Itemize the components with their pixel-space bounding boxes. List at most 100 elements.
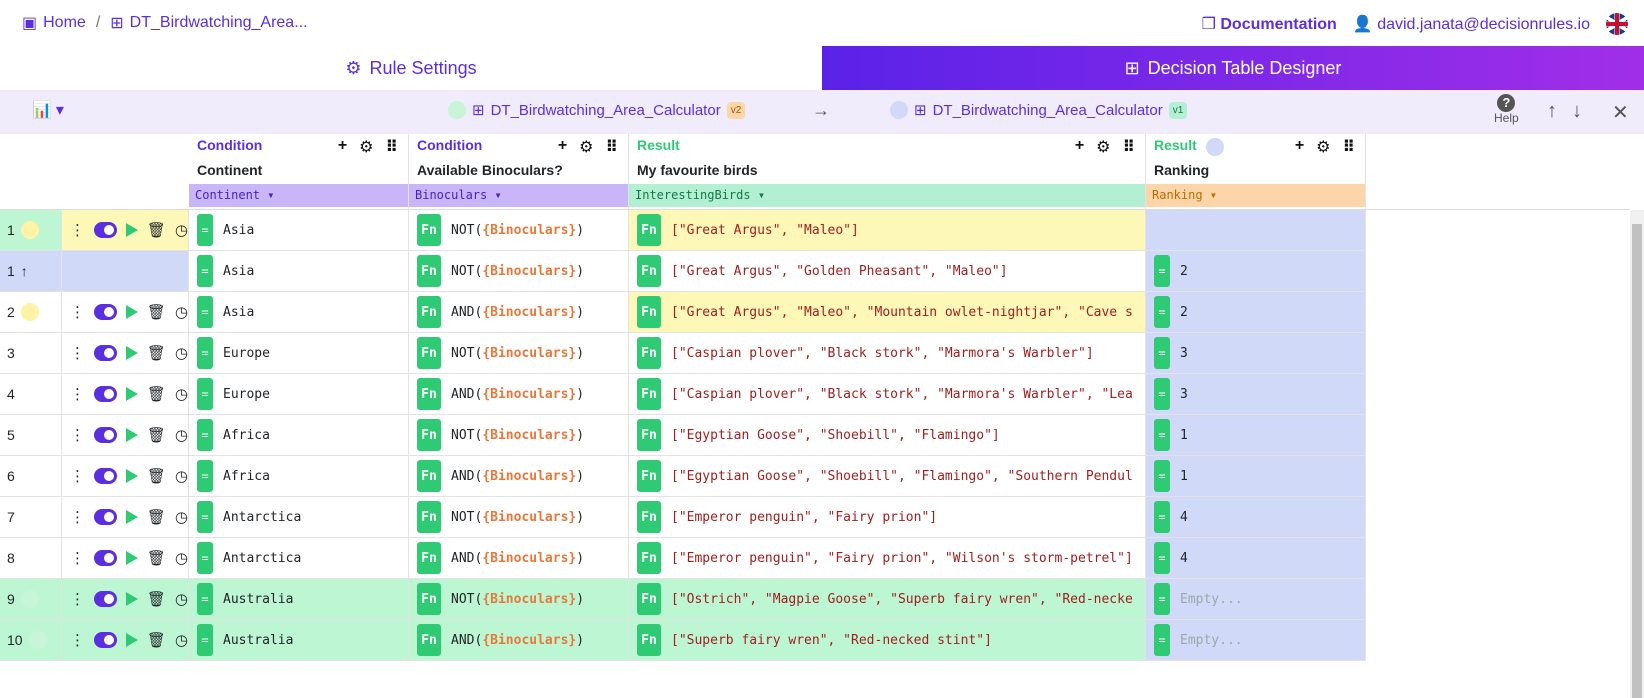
equals-operator-icon[interactable]: =	[1154, 542, 1170, 574]
user-menu[interactable]: 👤 david.janata@decisionrules.io	[1352, 16, 1590, 33]
cell-birds[interactable]: Fn["Ostrich", "Magpie Goose", "Superb fa…	[629, 579, 1146, 620]
cell-continent[interactable]: =Asia	[189, 251, 409, 292]
plus-icon[interactable]: +	[337, 137, 348, 154]
language-flag-icon[interactable]	[1606, 13, 1628, 35]
cell-continent[interactable]: =Africa	[189, 456, 409, 497]
equals-operator-icon[interactable]: =	[197, 501, 213, 533]
function-operator-icon[interactable]: Fn	[637, 214, 661, 246]
cell-continent[interactable]: =Antarctica	[189, 538, 409, 579]
row-active-toggle[interactable]	[94, 550, 117, 566]
equals-operator-icon[interactable]: =	[1154, 460, 1170, 492]
kebab-menu-icon[interactable]: ⋮	[70, 345, 85, 362]
equals-operator-icon[interactable]: =	[197, 337, 213, 369]
trash-icon[interactable]: 🗑	[146, 509, 166, 526]
run-row-icon[interactable]	[125, 346, 138, 360]
function-operator-icon[interactable]: Fn	[637, 419, 661, 451]
run-row-icon[interactable]	[125, 469, 138, 483]
attribute-select[interactable]: Binoculars ▾	[409, 184, 628, 207]
function-operator-icon[interactable]: Fn	[417, 214, 441, 246]
gear-icon[interactable]: ⚙	[1316, 139, 1331, 156]
history-icon[interactable]: ◷	[174, 509, 188, 526]
run-row-icon[interactable]	[125, 387, 138, 401]
equals-operator-icon[interactable]: =	[1154, 378, 1170, 410]
breadcrumb-table[interactable]: DT_Birdwatching_Area...	[129, 14, 308, 31]
equals-operator-icon[interactable]: =	[197, 419, 213, 451]
function-operator-icon[interactable]: Fn	[417, 378, 441, 410]
function-operator-icon[interactable]: Fn	[417, 419, 441, 451]
breadcrumb-home[interactable]: Home	[43, 14, 86, 31]
equals-operator-icon[interactable]: =	[1154, 624, 1170, 656]
cell-ranking[interactable]: =1	[1146, 415, 1366, 456]
docs-link[interactable]: ❒ Documentation	[1201, 16, 1337, 33]
drag-icon[interactable]: ⠿	[1342, 139, 1356, 156]
trash-icon[interactable]: 🗑	[146, 632, 166, 649]
cell-ranking[interactable]: =3	[1146, 374, 1366, 415]
drag-icon[interactable]: ⠿	[1122, 139, 1136, 156]
kebab-menu-icon[interactable]: ⋮	[70, 550, 85, 567]
scrollbar[interactable]	[1630, 210, 1644, 698]
gear-icon[interactable]: ⚙	[579, 139, 594, 156]
equals-operator-icon[interactable]: =	[1154, 583, 1170, 615]
kebab-menu-icon[interactable]: ⋮	[70, 386, 85, 403]
plus-icon[interactable]: +	[557, 137, 568, 154]
trash-icon[interactable]: 🗑	[146, 386, 166, 403]
plus-icon[interactable]: +	[1074, 137, 1085, 154]
kebab-menu-icon[interactable]: ⋮	[70, 304, 85, 321]
cell-continent[interactable]: =Australia	[189, 579, 409, 620]
kebab-menu-icon[interactable]: ⋮	[70, 222, 85, 239]
cell-ranking[interactable]: =2	[1146, 292, 1366, 333]
function-operator-icon[interactable]: Fn	[417, 255, 441, 287]
cell-ranking[interactable]: =Empty...	[1146, 579, 1366, 620]
cell-birds[interactable]: Fn["Superb fairy wren", "Red-necked stin…	[629, 620, 1146, 661]
cell-birds[interactable]: Fn["Great Argus", "Maleo"]	[629, 210, 1146, 251]
history-icon[interactable]: ◷	[174, 468, 188, 485]
cell-ranking[interactable]	[1146, 210, 1366, 251]
kebab-menu-icon[interactable]: ⋮	[70, 468, 85, 485]
chart-dropdown[interactable]: 📊▾	[32, 100, 64, 120]
cell-ranking[interactable]: =4	[1146, 538, 1366, 579]
cell-birds[interactable]: Fn["Emperor penguin", "Fairy prion"]	[629, 497, 1146, 538]
run-row-icon[interactable]	[125, 223, 138, 237]
cell-continent[interactable]: =Africa	[189, 415, 409, 456]
function-operator-icon[interactable]: Fn	[417, 542, 441, 574]
equals-operator-icon[interactable]: =	[1154, 255, 1170, 287]
cell-continent[interactable]: =Australia	[189, 620, 409, 661]
function-operator-icon[interactable]: Fn	[637, 460, 661, 492]
attribute-select[interactable]: InterestingBirds ▾	[629, 184, 1145, 207]
equals-operator-icon[interactable]: =	[197, 583, 213, 615]
trash-icon[interactable]: 🗑	[146, 222, 166, 239]
row-active-toggle[interactable]	[94, 345, 117, 361]
equals-operator-icon[interactable]: =	[197, 255, 213, 287]
cell-birds[interactable]: Fn["Egyptian Goose", "Shoebill", "Flamin…	[629, 456, 1146, 497]
cell-continent[interactable]: =Asia	[189, 292, 409, 333]
equals-operator-icon[interactable]: =	[197, 542, 213, 574]
function-operator-icon[interactable]: Fn	[417, 296, 441, 328]
trash-icon[interactable]: 🗑	[146, 468, 166, 485]
row-active-toggle[interactable]	[94, 632, 117, 648]
help-button[interactable]: ?Help	[1494, 94, 1519, 125]
run-row-icon[interactable]	[125, 551, 138, 565]
row-active-toggle[interactable]	[94, 591, 117, 607]
cell-ranking[interactable]: =1	[1146, 456, 1366, 497]
trash-icon[interactable]: 🗑	[146, 550, 166, 567]
cell-ranking[interactable]: =Empty...	[1146, 620, 1366, 661]
cell-birds[interactable]: Fn["Emperor penguin", "Fairy prion", "Wi…	[629, 538, 1146, 579]
cell-ranking[interactable]: =2	[1146, 251, 1366, 292]
function-operator-icon[interactable]: Fn	[637, 624, 661, 656]
equals-operator-icon[interactable]: =	[1154, 501, 1170, 533]
kebab-menu-icon[interactable]: ⋮	[70, 591, 85, 608]
gear-icon[interactable]: ⚙	[359, 139, 374, 156]
arrow-down-icon[interactable]: ↓	[1572, 100, 1582, 122]
row-active-toggle[interactable]	[94, 468, 117, 484]
cell-continent[interactable]: =Asia	[189, 210, 409, 251]
trash-icon[interactable]: 🗑	[146, 427, 166, 444]
trash-icon[interactable]: 🗑	[146, 304, 166, 321]
tab-decision-table-designer[interactable]: ⊞Decision Table Designer	[822, 46, 1644, 90]
